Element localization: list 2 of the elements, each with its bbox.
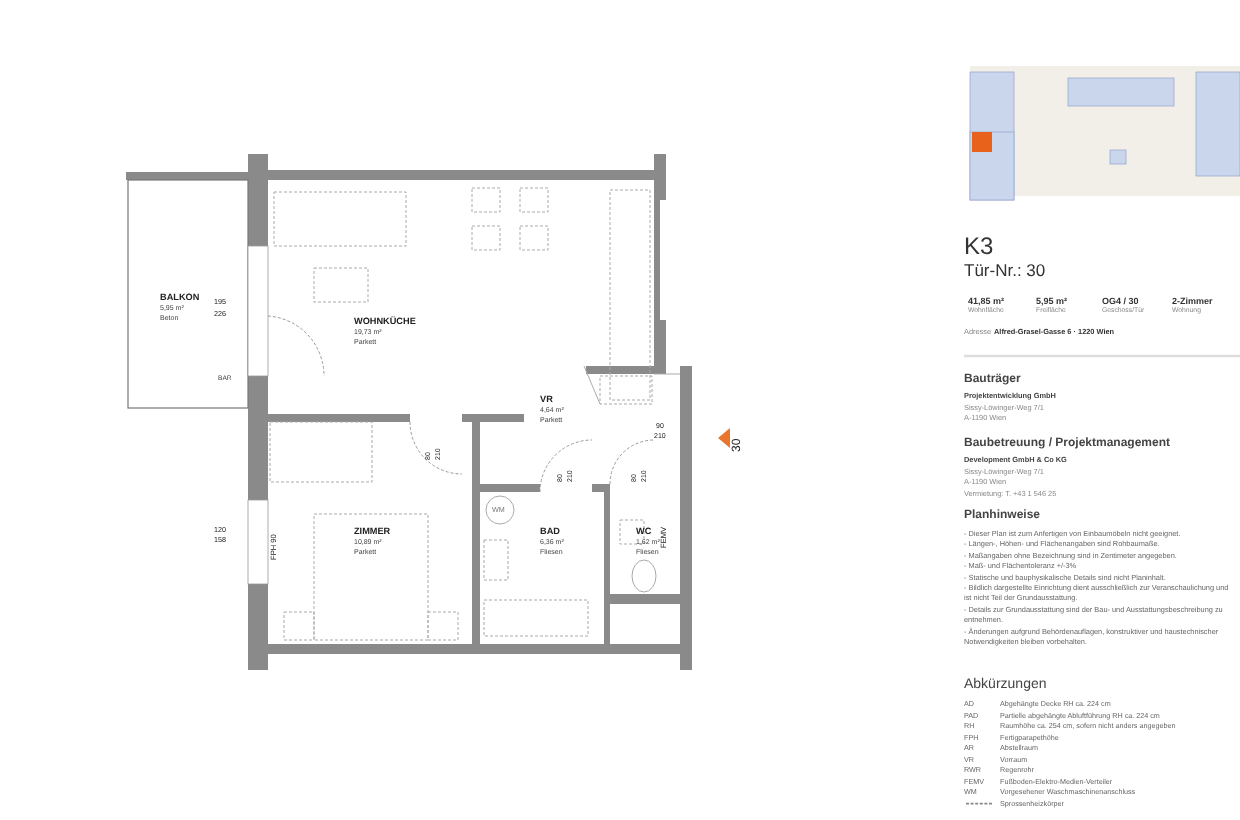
unit-name: K3 xyxy=(964,234,994,262)
door-number: Tür-Nr.: 30 xyxy=(964,262,1046,282)
